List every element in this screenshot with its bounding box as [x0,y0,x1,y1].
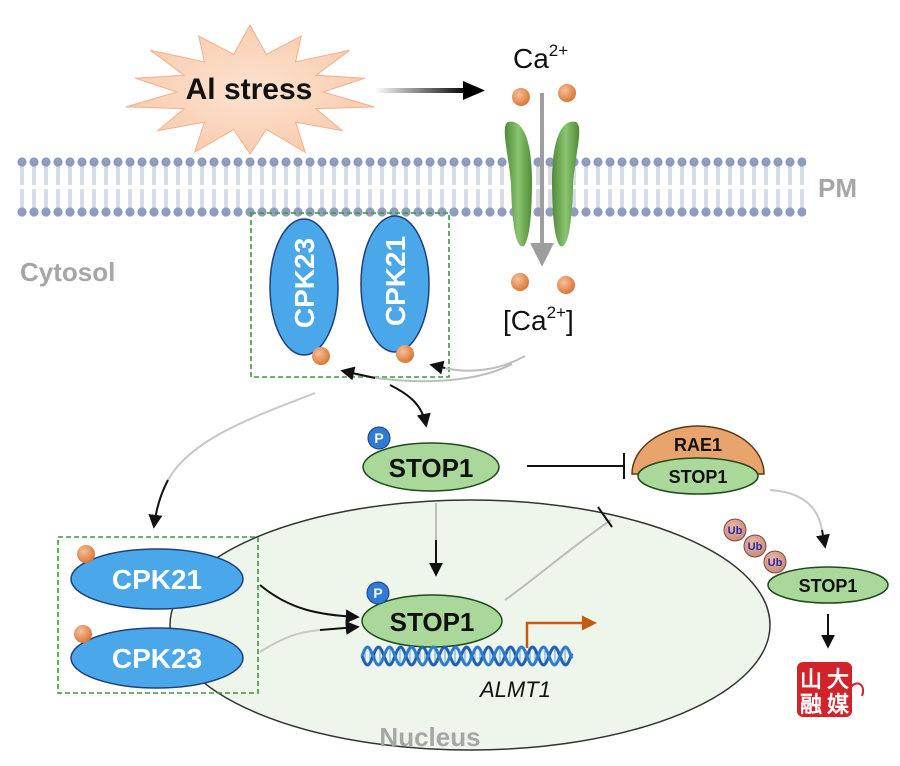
membrane-label: PM [818,173,857,203]
svg-text:融: 融 [800,692,822,717]
svg-text:媒: 媒 [827,692,850,717]
ubiquitination-arrow [769,489,830,549]
nuclear-cpk-to-stop1-arrows [259,584,360,653]
calcium-bound-bead [396,345,414,363]
al-stress-burst: Al stress [125,23,375,155]
ubiquitin-label: Ub [748,541,763,553]
calcium-bound-bead [74,625,92,643]
ubiquitin-bead [743,534,767,558]
ubiquitin-label: Ub [768,557,783,569]
stop1-nucleus: STOP1 P [361,581,503,648]
calcium-ion [511,273,529,291]
dna-helix [360,645,574,667]
calcium-to-cpk-arrows [340,355,526,383]
cpk23-membrane-label: CPK23 [289,238,320,328]
calcium-bound-bead [312,347,330,365]
svg-text:山: 山 [800,667,822,692]
calcium-ion [558,84,576,102]
cpk-translocation-arrow [148,392,316,529]
transcription-start-arrow [525,615,597,648]
rae1-stop1-complex: RAE1 STOP1 [631,425,765,495]
cpk21-membrane [360,215,430,353]
svg-text:大: 大 [827,667,849,692]
nuclear-stop1-inhibits-rae1 [504,506,613,601]
ubiquitin-bead [723,518,747,542]
phospho-nucleus-label: P [373,585,382,601]
calcium-channel [504,121,580,247]
logo: 山 大 融 媒 [797,662,864,717]
ubiquitinated-stop1: STOP1 Ub Ub Ub [723,518,889,604]
stop1-nucleus-label: STOP1 [390,607,475,637]
cpk21-nucleus-label: CPK21 [112,564,202,595]
rae1-label: RAE1 [674,435,722,455]
al-stress-label: Al stress [186,73,313,106]
nucleus-label: Nucleus [379,722,480,752]
stop1-inhibits-rae1 [527,453,625,479]
calcium-extracellular-label: Ca2+ [513,41,568,74]
stop1-cytosol-label: STOP1 [389,453,474,483]
cytosol-label: Cytosol [20,257,115,287]
ubiquitin-bead [763,550,787,574]
stop1-cytosol: STOP1 P [362,426,500,492]
cpk23-nucleus [70,627,244,689]
dna-strand [360,645,574,667]
nuclear-cpk-complex: CPK21 CPK23 [57,536,259,694]
plasma-membrane: PM [16,157,857,217]
calcium-cytosolic-label: [Ca2+] [503,303,574,336]
cpk23-nucleus-label: CPK23 [112,643,202,674]
stress-to-calcium-arrow [375,81,485,100]
dna-strand [360,645,574,667]
cpk21-nucleus [70,548,244,610]
ubiquitin-label: Ub [728,525,743,537]
phospho-group-cytosol [367,426,391,450]
stop1-complex-label: STOP1 [669,467,728,487]
stop1-degraded-label: STOP1 [799,576,858,596]
cpk23-membrane [269,218,339,356]
phospho-cytosol-label: P [374,430,383,446]
cpk-to-stop1-arrow [389,384,431,428]
cpk21-membrane-label: CPK21 [380,236,411,326]
calcium-ion [557,276,575,294]
almt1-gene-label: ALMT1 [478,677,551,702]
membrane-cpk-complex: CPK23 CPK21 [250,212,450,378]
calcium-ion [512,88,530,106]
calcium-bound-bead [77,545,95,563]
phospho-group-nucleus [366,581,390,605]
